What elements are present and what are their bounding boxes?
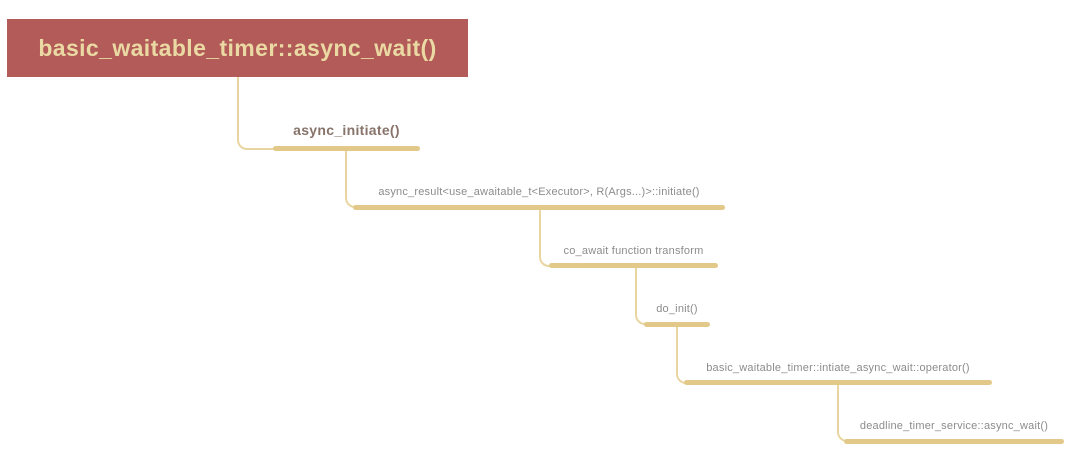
node-underline-bar: [684, 380, 992, 385]
node-underline-bar: [549, 263, 718, 268]
node-underline-bar: [844, 438, 1064, 444]
node-underline-bar: [273, 146, 420, 151]
node-label: do_init(): [656, 303, 698, 315]
connector-line: [837, 385, 848, 442]
node-label: async_initiate(): [293, 121, 400, 138]
connector-line: [635, 268, 648, 325]
connector-line: [676, 326, 688, 384]
node-label: co_await function transform: [563, 244, 704, 257]
connector-line: [345, 151, 357, 208]
node-label: deadline_timer_service::async_wait(): [859, 420, 1049, 432]
connector-line: [237, 77, 277, 150]
node-label: async_result<use_awaitable_t<Executor>, …: [378, 186, 700, 198]
connector-line: [539, 209, 553, 267]
node-underline-bar: [644, 321, 710, 327]
node-underline-bar: [353, 204, 725, 210]
root-node: basic_waitable_timer::async_wait(): [7, 19, 468, 77]
node-label: basic_waitable_timer::intiate_async_wait…: [706, 361, 970, 374]
root-node-label: basic_waitable_timer::async_wait(): [38, 34, 437, 61]
